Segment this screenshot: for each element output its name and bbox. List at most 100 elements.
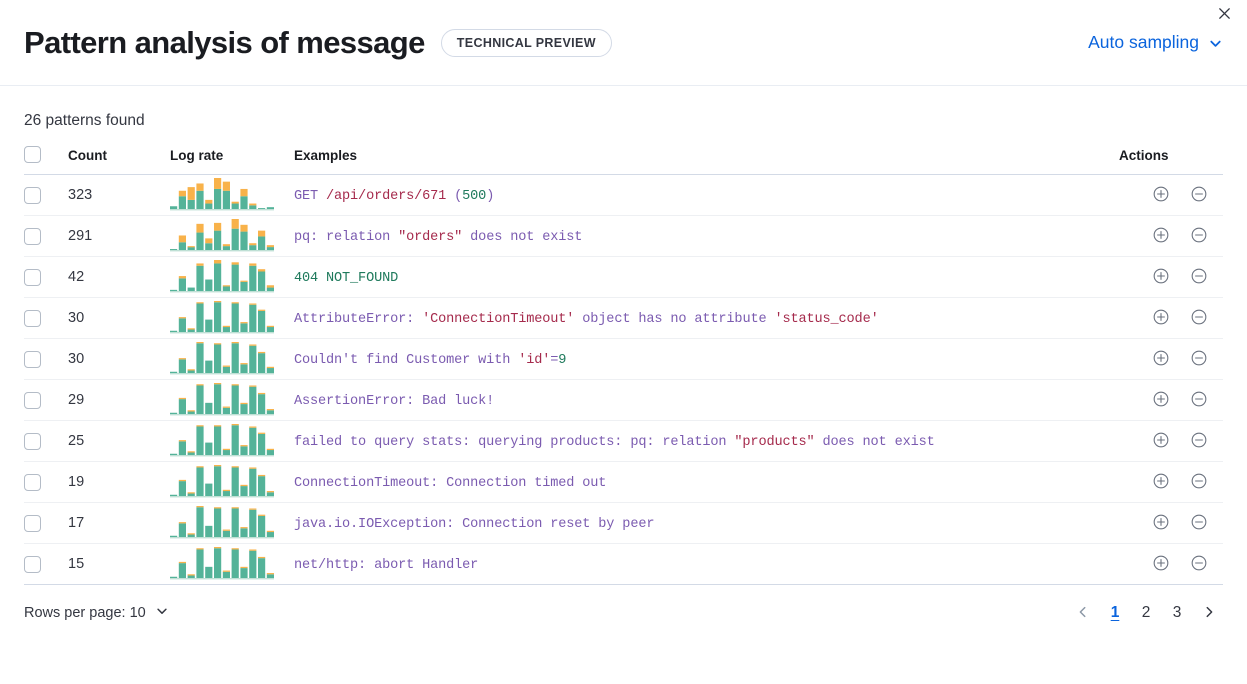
filter-for-value-button[interactable] [1151, 349, 1171, 369]
rows-per-page-button[interactable]: Rows per page: 10 [24, 604, 169, 622]
count-value: 30 [68, 351, 85, 367]
filter-out-value-button[interactable] [1189, 349, 1209, 369]
minus-in-circle-icon [1190, 431, 1208, 452]
row-checkbox[interactable] [24, 514, 41, 532]
filter-for-value-button[interactable] [1151, 390, 1171, 410]
example-token: 404 NOT_FOUND [294, 271, 399, 286]
filter-out-value-button[interactable] [1189, 472, 1209, 492]
chevron-left-icon [1076, 605, 1090, 622]
row-checkbox[interactable] [24, 473, 41, 491]
chevron-down-icon [155, 604, 169, 622]
example-cell: pq: relation "orders" does not exist [294, 215, 1119, 257]
example-token: does not exist [462, 230, 583, 245]
actions-cell [1119, 420, 1223, 462]
minus-in-circle-icon [1190, 554, 1208, 575]
log-rate-sparkline [170, 424, 294, 458]
count-header: Count [68, 146, 170, 175]
log-rate-sparkline [170, 260, 294, 294]
table-header-row: Count Log rate Examples Actions [24, 146, 1223, 175]
table-row[interactable]: 15 net/http: abort Handler [24, 543, 1223, 585]
plus-in-circle-icon [1152, 513, 1170, 534]
log-rate-cell [170, 256, 294, 298]
example-token: /api/orders/671 [326, 189, 447, 204]
example-cell: net/http: abort Handler [294, 543, 1119, 585]
filter-out-value-button[interactable] [1189, 431, 1209, 451]
close-button[interactable] [1211, 2, 1237, 28]
filter-for-value-button[interactable] [1151, 267, 1171, 287]
filter-out-value-button[interactable] [1189, 267, 1209, 287]
filter-out-value-button[interactable] [1189, 226, 1209, 246]
filter-out-value-button[interactable] [1189, 513, 1209, 533]
filter-for-value-button[interactable] [1151, 226, 1171, 246]
filter-out-value-button[interactable] [1189, 390, 1209, 410]
filter-out-value-button[interactable] [1189, 554, 1209, 574]
filter-for-value-button[interactable] [1151, 472, 1171, 492]
count-value: 15 [68, 556, 85, 572]
select-all-checkbox[interactable] [24, 146, 41, 163]
pagination-prev-button[interactable] [1069, 599, 1097, 627]
row-checkbox[interactable] [24, 391, 41, 409]
actions-cell [1119, 461, 1223, 503]
pagination-page-3[interactable]: 3 [1164, 599, 1190, 627]
log-rate-cell [170, 461, 294, 503]
title-group: Pattern analysis of message TECHNICAL PR… [24, 25, 612, 61]
actions-header: Actions [1119, 146, 1223, 175]
row-select-cell [24, 256, 68, 298]
example-cell: 404 NOT_FOUND [294, 256, 1119, 298]
plus-in-circle-icon [1152, 390, 1170, 411]
actions-cell [1119, 543, 1223, 585]
filter-for-value-button[interactable] [1151, 513, 1171, 533]
pagination-next-button[interactable] [1195, 599, 1223, 627]
example-cell: java.io.IOException: Connection reset by… [294, 502, 1119, 544]
example-token: 'status_code' [774, 312, 879, 327]
row-checkbox[interactable] [24, 268, 41, 286]
example-token: failed to query stats: querying products… [294, 435, 735, 450]
filter-for-value-button[interactable] [1151, 308, 1171, 328]
example-token: = [550, 353, 559, 368]
example-token: does not exist [814, 435, 935, 450]
filter-for-value-button[interactable] [1151, 431, 1171, 451]
pagination-page-1[interactable]: 1 [1102, 599, 1128, 627]
filter-out-value-button[interactable] [1189, 185, 1209, 205]
example-text: java.io.IOException: Connection reset by… [294, 517, 654, 532]
example-token: pq: relation [294, 230, 399, 245]
example-text: net/http: abort Handler [294, 558, 478, 573]
row-checkbox[interactable] [24, 309, 41, 327]
row-checkbox[interactable] [24, 186, 41, 204]
filter-for-value-button[interactable] [1151, 185, 1171, 205]
header-right: Auto sampling [1088, 32, 1223, 53]
filter-for-value-button[interactable] [1151, 554, 1171, 574]
log-rate-header: Log rate [170, 146, 294, 175]
row-checkbox[interactable] [24, 555, 41, 573]
row-checkbox[interactable] [24, 227, 41, 245]
row-select-cell [24, 420, 68, 462]
filter-out-value-button[interactable] [1189, 308, 1209, 328]
row-checkbox[interactable] [24, 432, 41, 450]
examples-header: Examples [294, 146, 1119, 175]
pagination-page-2[interactable]: 2 [1133, 599, 1159, 627]
auto-sampling-button[interactable]: Auto sampling [1088, 32, 1223, 53]
log-rate-cell [170, 338, 294, 380]
row-checkbox[interactable] [24, 350, 41, 368]
flyout-header: Pattern analysis of message TECHNICAL PR… [0, 0, 1247, 86]
count-cell: 323 [68, 174, 170, 216]
table-row[interactable]: 25 failed to query stats: querying produc… [24, 420, 1223, 462]
log-rate-cell [170, 174, 294, 216]
example-text: 404 NOT_FOUND [294, 271, 398, 286]
count-cell: 25 [68, 420, 170, 462]
minus-in-circle-icon [1190, 308, 1208, 329]
minus-in-circle-icon [1190, 226, 1208, 247]
row-select-cell [24, 461, 68, 503]
